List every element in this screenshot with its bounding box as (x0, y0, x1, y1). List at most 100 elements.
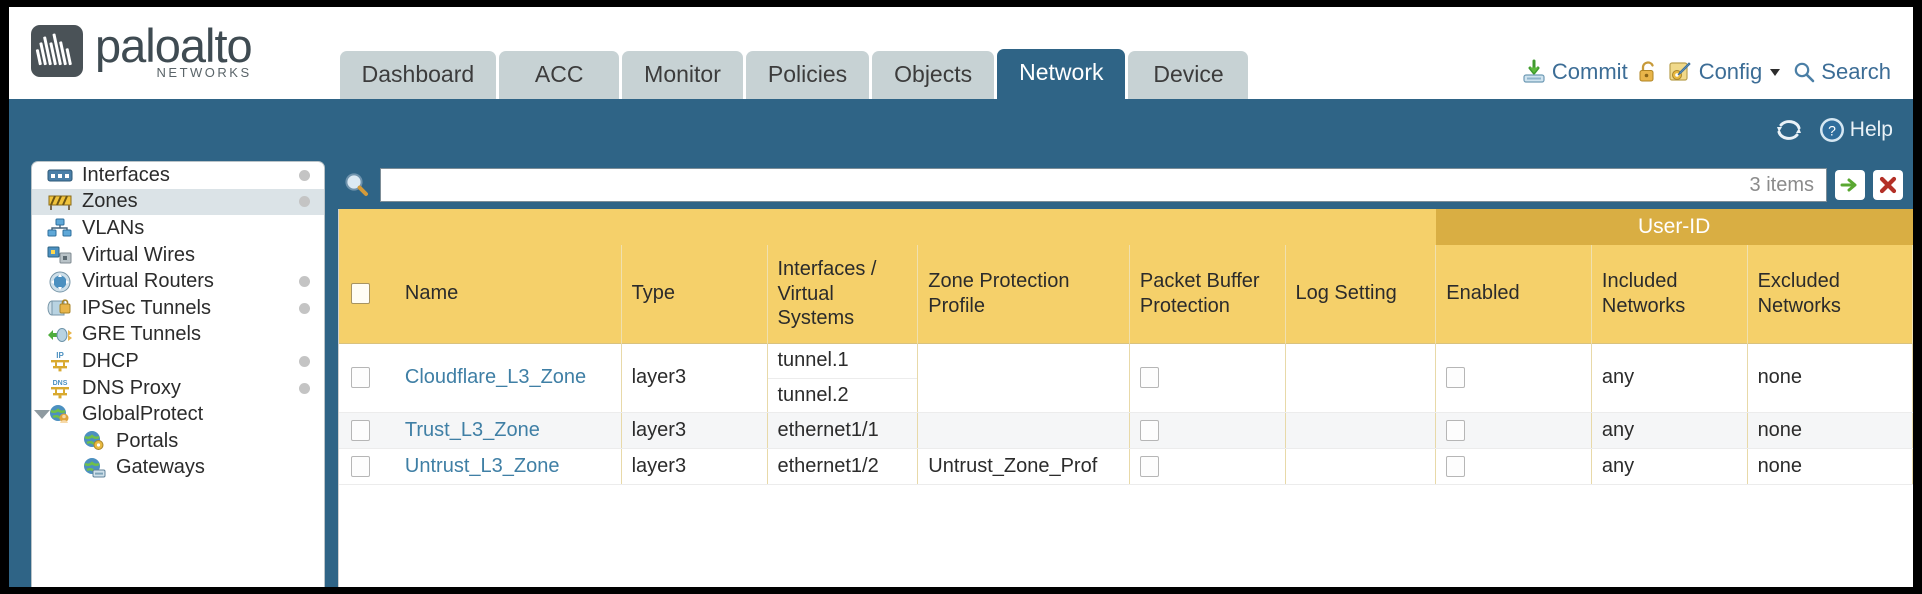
userid-enabled-checkbox[interactable] (1446, 419, 1466, 441)
config-label: Config (1698, 59, 1763, 84)
portals-icon (80, 431, 108, 452)
column-header-zone-protection-profile[interactable]: Zone Protection Profile (917, 245, 1130, 344)
cell-zone-protection-profile: Untrust_Zone_Prof (917, 448, 1130, 485)
row-checkbox[interactable] (351, 367, 370, 389)
column-header-packet-buffer-protection[interactable]: Packet Buffer Protection (1129, 245, 1286, 344)
help-label: Help (1849, 118, 1893, 141)
cell-userid-enabled (1435, 448, 1592, 485)
table-row[interactable]: Untrust_L3_Zone layer3 ethernet1/2 Untru… (339, 448, 1913, 485)
commit-button[interactable]: Commit (1521, 59, 1628, 85)
brand-logo: paloalto NETWORKS (9, 22, 253, 99)
cell-type: layer3 (621, 343, 768, 413)
sidebar-item-label: DHCP (82, 349, 139, 372)
refresh-button[interactable] (1774, 116, 1804, 144)
tab-network[interactable]: Network (997, 49, 1126, 99)
commit-icon (1521, 59, 1547, 85)
sidebar-item-dns-proxy[interactable]: DNS DNS Proxy (32, 375, 324, 402)
apply-filter-button[interactable] (1835, 170, 1865, 200)
brand-tagline: NETWORKS (156, 65, 252, 80)
cell-packet-buffer-protection (1129, 412, 1286, 449)
tab-dashboard[interactable]: Dashboard (339, 51, 497, 99)
sidebar-item-gre-tunnels[interactable]: GRE Tunnels (32, 322, 324, 349)
sidebar-item-globalprotect[interactable]: GlobalProtect (32, 401, 324, 428)
zone-name-link[interactable]: Trust_L3_Zone (404, 418, 540, 441)
help-button[interactable]: ? Help (1818, 116, 1893, 144)
tab-objects[interactable]: Objects (872, 51, 995, 99)
sidebar-item-virtual-wires[interactable]: Virtual Wires (32, 242, 324, 269)
page-body: Interfaces Zones (9, 161, 1913, 587)
svg-text:IP: IP (56, 351, 64, 360)
column-header-interfaces[interactable]: Interfaces / Virtual Systems (767, 245, 919, 344)
sidebar-item-gateways[interactable]: Gateways (32, 455, 324, 482)
sidebar-item-label: Virtual Wires (82, 243, 195, 266)
column-header-excluded-networks[interactable]: Excluded Networks (1747, 245, 1913, 344)
column-header-included-networks[interactable]: Included Networks (1591, 245, 1748, 344)
hdr-line: Systems (777, 306, 855, 329)
sidebar-item-vlans[interactable]: VLANs (32, 215, 324, 242)
lock-button[interactable] (1637, 60, 1659, 84)
tab-monitor[interactable]: Monitor (622, 51, 743, 99)
config-menu[interactable]: Config (1668, 59, 1784, 85)
cell-excluded-networks: none (1747, 412, 1913, 449)
sidebar-item-portals[interactable]: Portals (32, 428, 324, 455)
hdr-line: Packet Buffer (1139, 270, 1260, 293)
userid-enabled-checkbox[interactable] (1446, 367, 1466, 389)
tab-device[interactable]: Device (1128, 51, 1249, 99)
cell-interfaces: tunnel.1 tunnel.2 (767, 343, 919, 413)
tab-acc[interactable]: ACC (499, 51, 620, 99)
gre-tunnels-icon (46, 324, 74, 345)
cell-type: layer3 (621, 448, 768, 485)
packet-buffer-checkbox[interactable] (1139, 367, 1159, 389)
search-input[interactable]: 3 items (380, 168, 1827, 202)
column-header-log-setting[interactable]: Log Setting (1285, 245, 1437, 344)
sidebar-item-zones[interactable]: Zones (32, 188, 324, 216)
group-header-userid: User-ID (1435, 209, 1913, 245)
userid-enabled-checkbox[interactable] (1446, 455, 1466, 477)
cell-name: Untrust_L3_Zone (394, 448, 622, 485)
sub-toolbar: ? Help (9, 99, 1913, 161)
sidebar-item-label: Interfaces (82, 163, 170, 186)
main-nav-tabs: Dashboard ACC Monitor Policies Objects N… (339, 49, 1249, 99)
expand-triangle-icon[interactable] (34, 410, 50, 420)
clear-filter-button[interactable] (1873, 170, 1903, 200)
status-dot (299, 169, 310, 181)
sidebar-item-virtual-routers[interactable]: Virtual Routers (32, 268, 324, 295)
help-icon: ? (1818, 116, 1846, 144)
select-all-checkbox[interactable] (351, 283, 370, 305)
sidebar-item-label: VLANs (82, 216, 145, 239)
sidebar-item-label: GRE Tunnels (82, 323, 201, 346)
config-wrench-icon (1668, 59, 1694, 85)
select-all-header (339, 245, 395, 344)
zone-name-link[interactable]: Untrust_L3_Zone (404, 454, 560, 477)
chevron-down-icon (1767, 64, 1783, 80)
column-header-name[interactable]: Name (394, 245, 622, 344)
cell-log-setting (1285, 343, 1437, 413)
table-row[interactable]: Trust_L3_Zone layer3 ethernet1/1 (339, 412, 1913, 449)
sidebar-item-interfaces[interactable]: Interfaces (32, 162, 324, 189)
status-dot (299, 196, 310, 208)
zones-icon (46, 191, 74, 212)
padlock-icon (1637, 60, 1659, 84)
packet-buffer-checkbox[interactable] (1139, 419, 1159, 441)
status-dot (299, 302, 310, 314)
cell-log-setting (1285, 448, 1437, 485)
column-header-enabled[interactable]: Enabled (1435, 245, 1592, 344)
cell-userid-enabled (1435, 343, 1592, 413)
zone-name-link[interactable]: Cloudflare_L3_Zone (404, 366, 587, 388)
row-checkbox[interactable] (351, 455, 370, 477)
packet-buffer-checkbox[interactable] (1139, 455, 1159, 477)
row-checkbox[interactable] (351, 419, 370, 441)
cell-included-networks: any (1591, 343, 1748, 413)
sidebar-item-ipsec-tunnels[interactable]: IPSec Tunnels (32, 295, 324, 322)
hdr-line: Virtual (777, 282, 834, 305)
column-header-type[interactable]: Type (621, 245, 768, 344)
cell-packet-buffer-protection (1129, 343, 1286, 413)
cell-name: Cloudflare_L3_Zone (394, 343, 622, 413)
header-actions: Commit (1521, 59, 1913, 99)
sidebar-item-dhcp[interactable]: IP DHCP (32, 348, 324, 375)
interface-item: tunnel.1 (777, 349, 849, 371)
cell-included-networks: any (1591, 412, 1748, 449)
tab-policies[interactable]: Policies (745, 51, 870, 99)
search-button[interactable]: Search (1792, 59, 1891, 85)
sidebar-item-label: IPSec Tunnels (82, 296, 211, 319)
